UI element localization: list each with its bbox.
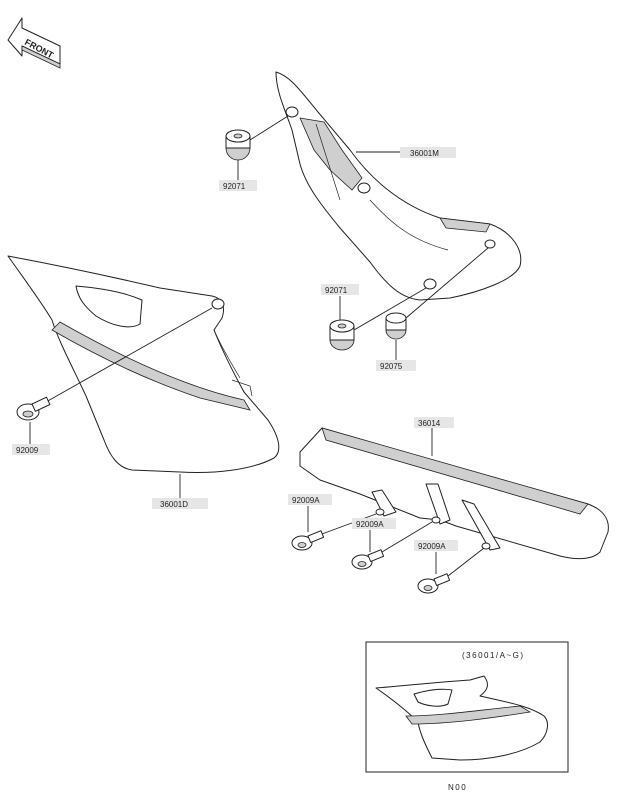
inset-footer: N00 xyxy=(448,783,467,792)
callout-grommet-lower: 92071 xyxy=(325,286,348,295)
callout-bolt-a2: 92009A xyxy=(356,520,384,529)
side-cover-36001d xyxy=(7,255,280,473)
inset-caption: (36001/A~G) xyxy=(462,651,525,660)
inset-variant-box: (36001/A~G) N00 xyxy=(365,641,569,792)
bolt-92009a-1: 92009A xyxy=(288,494,377,551)
collar-92075: 92075 xyxy=(376,247,489,371)
bolt-92009a-2: 92009A xyxy=(351,518,433,570)
bolt-92009: 92009 xyxy=(12,396,51,455)
callout-frame-cover: 36001M xyxy=(410,149,439,158)
frame-cover-36001m xyxy=(275,71,522,301)
bolt-92009a-3: 92009A xyxy=(414,540,485,594)
chain-guard-36014: 36014 xyxy=(299,417,609,560)
callout-chain-guard: 36014 xyxy=(418,419,441,428)
callout-bolt-a3: 92009A xyxy=(418,542,446,551)
callout-bolt-side: 92009 xyxy=(16,446,39,455)
grommet-upper: 92071 xyxy=(219,115,289,191)
callout-side-cover: 36001D xyxy=(160,500,188,509)
grommet-lower: 92071 xyxy=(321,284,427,351)
callout-group-frame-cover: 36001M xyxy=(356,147,456,158)
callout-bolt-a1: 92009A xyxy=(292,496,320,505)
callout-grommet-upper: 92071 xyxy=(223,182,246,191)
front-arrow: FRONT xyxy=(7,17,61,69)
callout-collar: 92075 xyxy=(380,362,403,371)
callout-group-side-cover: 36001D xyxy=(152,474,208,509)
